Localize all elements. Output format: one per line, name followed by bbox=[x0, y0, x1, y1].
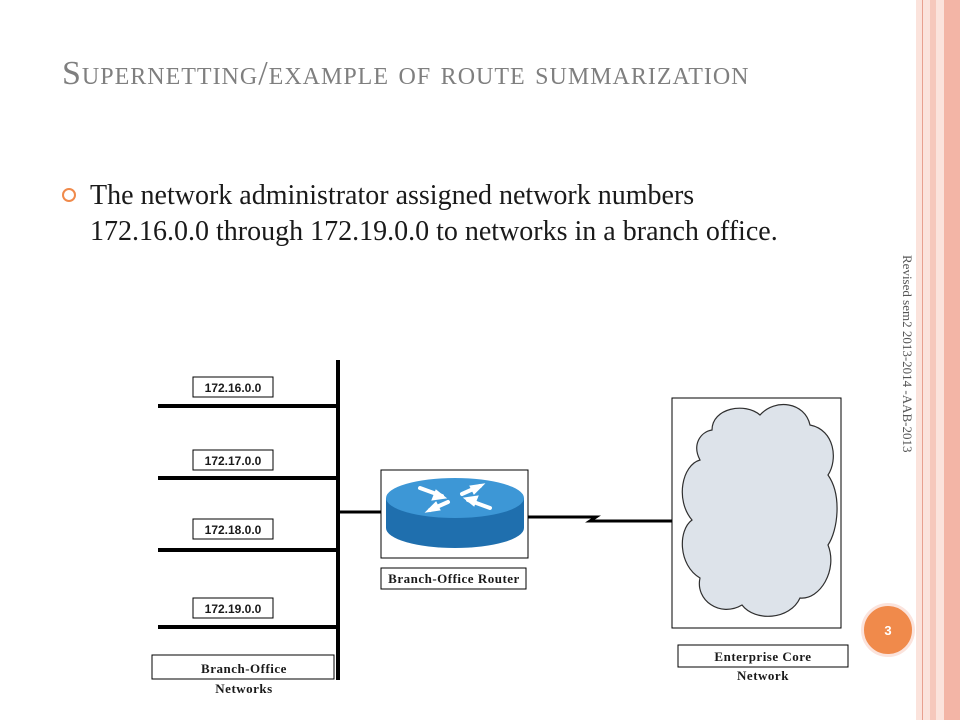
network-label-text: 172.17.0.0 bbox=[205, 454, 262, 468]
network-label: 172.16.0.0 bbox=[192, 376, 274, 398]
network-diagram: 172.16.0.0 172.17.0.0 172.18.0.0 172.19.… bbox=[151, 360, 849, 696]
core-caption: Enterprise Core Network bbox=[677, 644, 849, 683]
bullet-circle-icon bbox=[62, 188, 76, 202]
network-label-text: 172.16.0.0 bbox=[205, 381, 262, 395]
edge-stripe bbox=[936, 0, 944, 720]
core-caption-line1: Enterprise Core bbox=[714, 649, 811, 664]
network-label: 172.17.0.0 bbox=[192, 449, 274, 471]
bullet-text: The network administrator assigned netwo… bbox=[90, 180, 778, 247]
side-note: Revised sem2 2013-2014 -AAB-2013 bbox=[900, 255, 915, 453]
page-number-badge: 3 bbox=[861, 603, 915, 657]
edge-line bbox=[922, 0, 923, 720]
serial-link bbox=[528, 515, 672, 523]
networks-caption-line2: Networks bbox=[215, 681, 272, 696]
slide-title: Supernetting/example of route summarizat… bbox=[62, 55, 750, 92]
core-network-cloud-icon bbox=[671, 397, 842, 629]
edge-stripe bbox=[930, 0, 936, 720]
core-caption-line2: Network bbox=[737, 668, 789, 683]
networks-caption: Branch-Office Networks bbox=[151, 654, 335, 696]
router-caption: Branch-Office Router bbox=[380, 567, 527, 590]
network-label-text: 172.18.0.0 bbox=[205, 523, 262, 537]
edge-stripe bbox=[944, 0, 960, 720]
network-label: 172.18.0.0 bbox=[192, 518, 274, 540]
network-label-text: 172.19.0.0 bbox=[205, 602, 262, 616]
networks-caption-line1: Branch-Office bbox=[201, 661, 287, 676]
router-caption-text: Branch-Office Router bbox=[388, 571, 520, 586]
edge-stripe bbox=[916, 0, 930, 720]
router-icon bbox=[380, 469, 529, 559]
network-label: 172.19.0.0 bbox=[192, 597, 274, 619]
